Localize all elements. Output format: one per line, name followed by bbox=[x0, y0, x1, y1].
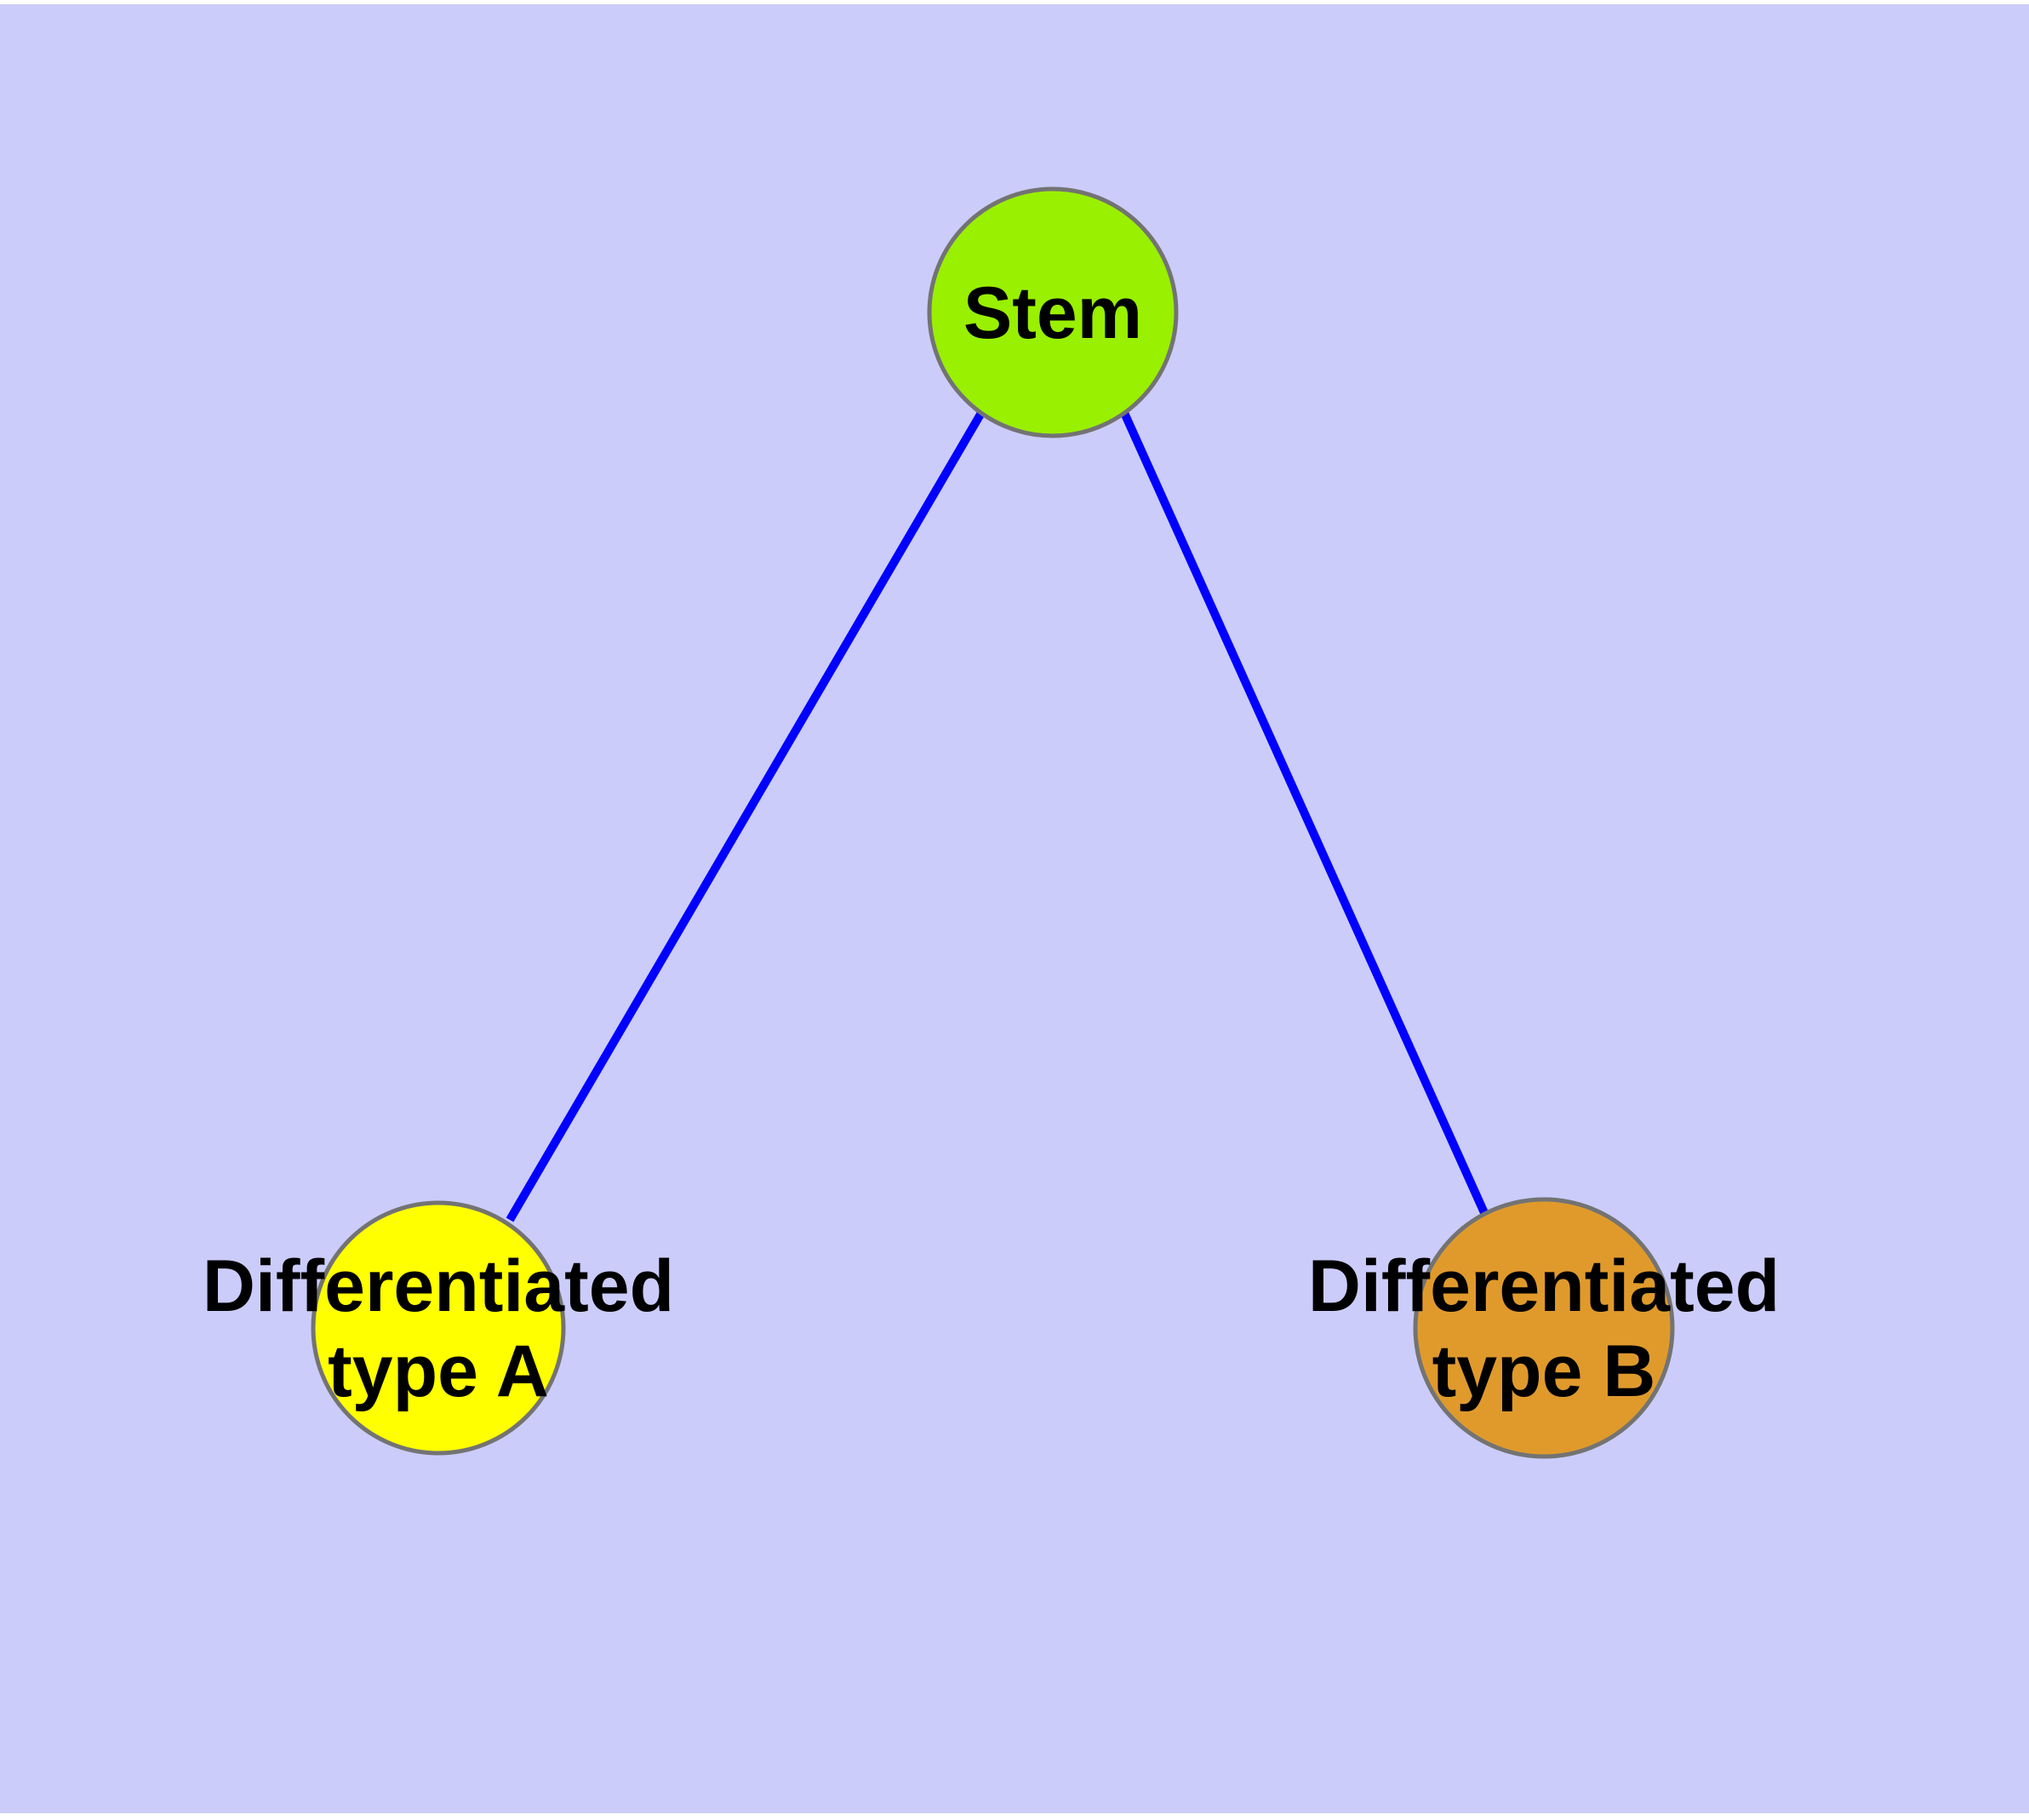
node-diff-b-label-line: type B bbox=[1432, 1331, 1656, 1412]
node-diff-b-label-line: Differentiated bbox=[1308, 1245, 1780, 1327]
node-diff-a-label-line: Differentiated bbox=[203, 1245, 674, 1327]
node-diff-a-label-line: type A bbox=[328, 1331, 549, 1412]
edge-stem-to-diff-a[interactable] bbox=[506, 410, 986, 1222]
node-stem-label-line: Stem bbox=[963, 272, 1142, 354]
node-stem[interactable]: Stem bbox=[927, 186, 1179, 438]
node-diff-a-circle[interactable] bbox=[311, 1200, 566, 1456]
node-diff-b-circle[interactable] bbox=[1413, 1197, 1675, 1459]
node-stem-label: Stem bbox=[963, 272, 1142, 354]
edges-layer bbox=[506, 410, 1494, 1227]
edge-stem-to-diff-b[interactable] bbox=[1120, 410, 1494, 1227]
node-stem-circle[interactable] bbox=[927, 186, 1179, 438]
